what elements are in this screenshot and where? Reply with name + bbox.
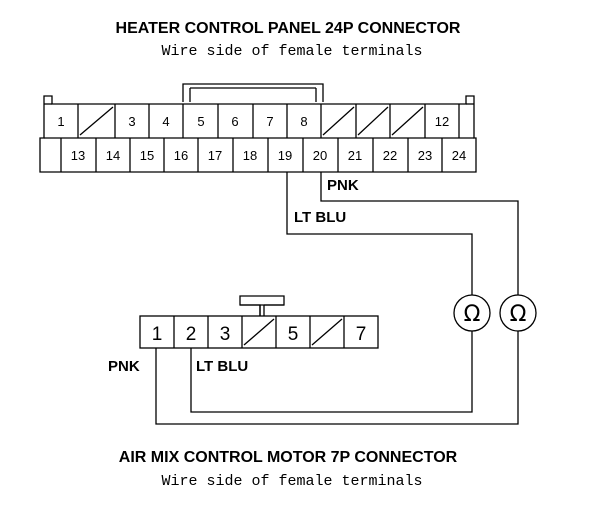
top-connector-title: HEATER CONTROL PANEL 24P CONNECTOR [116, 20, 461, 37]
ltblu-wire-top [286, 172, 473, 295]
pin-label: 6 [231, 114, 238, 129]
empty-cavity-slash [322, 106, 355, 136]
pin-label: 24 [452, 148, 466, 163]
pnk-wire-bottom [155, 331, 519, 425]
pin-label: 1 [57, 114, 64, 129]
top-connector-subtitle: Wire side of female terminals [161, 43, 422, 60]
pin-label: 8 [300, 114, 307, 129]
bottom-connector-title: AIR MIX CONTROL MOTOR 7P CONNECTOR [119, 449, 458, 466]
pin-label: 16 [174, 148, 188, 163]
pin-label: 13 [71, 148, 85, 163]
pnk-wire-top [320, 172, 519, 295]
ohmmeter-right: Ω [499, 294, 537, 332]
pin-label: 5 [197, 114, 204, 129]
pin-label: 1 [152, 324, 163, 345]
pin-label: 15 [140, 148, 154, 163]
pin-label: 19 [278, 148, 292, 163]
wire-label-ltblu-bottom: LT BLU [196, 358, 248, 375]
bottom-connector-subtitle: Wire side of female terminals [161, 473, 422, 490]
empty-cavity-slash [357, 106, 389, 136]
bottom-connector-body [139, 315, 379, 349]
bottom-connector-latch [239, 295, 285, 316]
pin-label: 21 [348, 148, 362, 163]
ohmmeter-left: Ω [453, 294, 491, 332]
pin-label: 7 [356, 324, 367, 345]
pin-label: 5 [288, 324, 299, 345]
ohm-icon: Ω [464, 302, 481, 327]
empty-cavity-slash [391, 106, 424, 136]
empty-cavity-slash [243, 318, 275, 346]
pin-label: 14 [106, 148, 120, 163]
pin-label: 17 [208, 148, 222, 163]
pin-label: 3 [128, 114, 135, 129]
wire-label-ltblu-top: LT BLU [294, 209, 346, 226]
top-connector-latch [182, 83, 324, 102]
pin-label: 18 [243, 148, 257, 163]
ltblu-wire-bottom [190, 331, 473, 413]
pin-label: 22 [383, 148, 397, 163]
top-connector: 1 3 4 5 6 7 8 12 13 14 15 16 17 18 19 20… [39, 83, 477, 173]
empty-cavity-slash [311, 318, 343, 346]
wire-label-pnk-top: PNK [327, 177, 359, 194]
wire-label-pnk-bottom: PNK [108, 358, 140, 375]
pin-label: 3 [220, 324, 231, 345]
bottom-connector: 1 2 3 5 7 [139, 295, 379, 349]
empty-cavity-slash [79, 106, 114, 136]
pin-label: 4 [162, 114, 169, 129]
pin-label: 2 [186, 324, 197, 345]
pin-label: 7 [266, 114, 273, 129]
pin-label: 12 [435, 114, 449, 129]
pin-label: 20 [313, 148, 327, 163]
pin-label: 23 [418, 148, 432, 163]
ohm-icon: Ω [510, 302, 527, 327]
